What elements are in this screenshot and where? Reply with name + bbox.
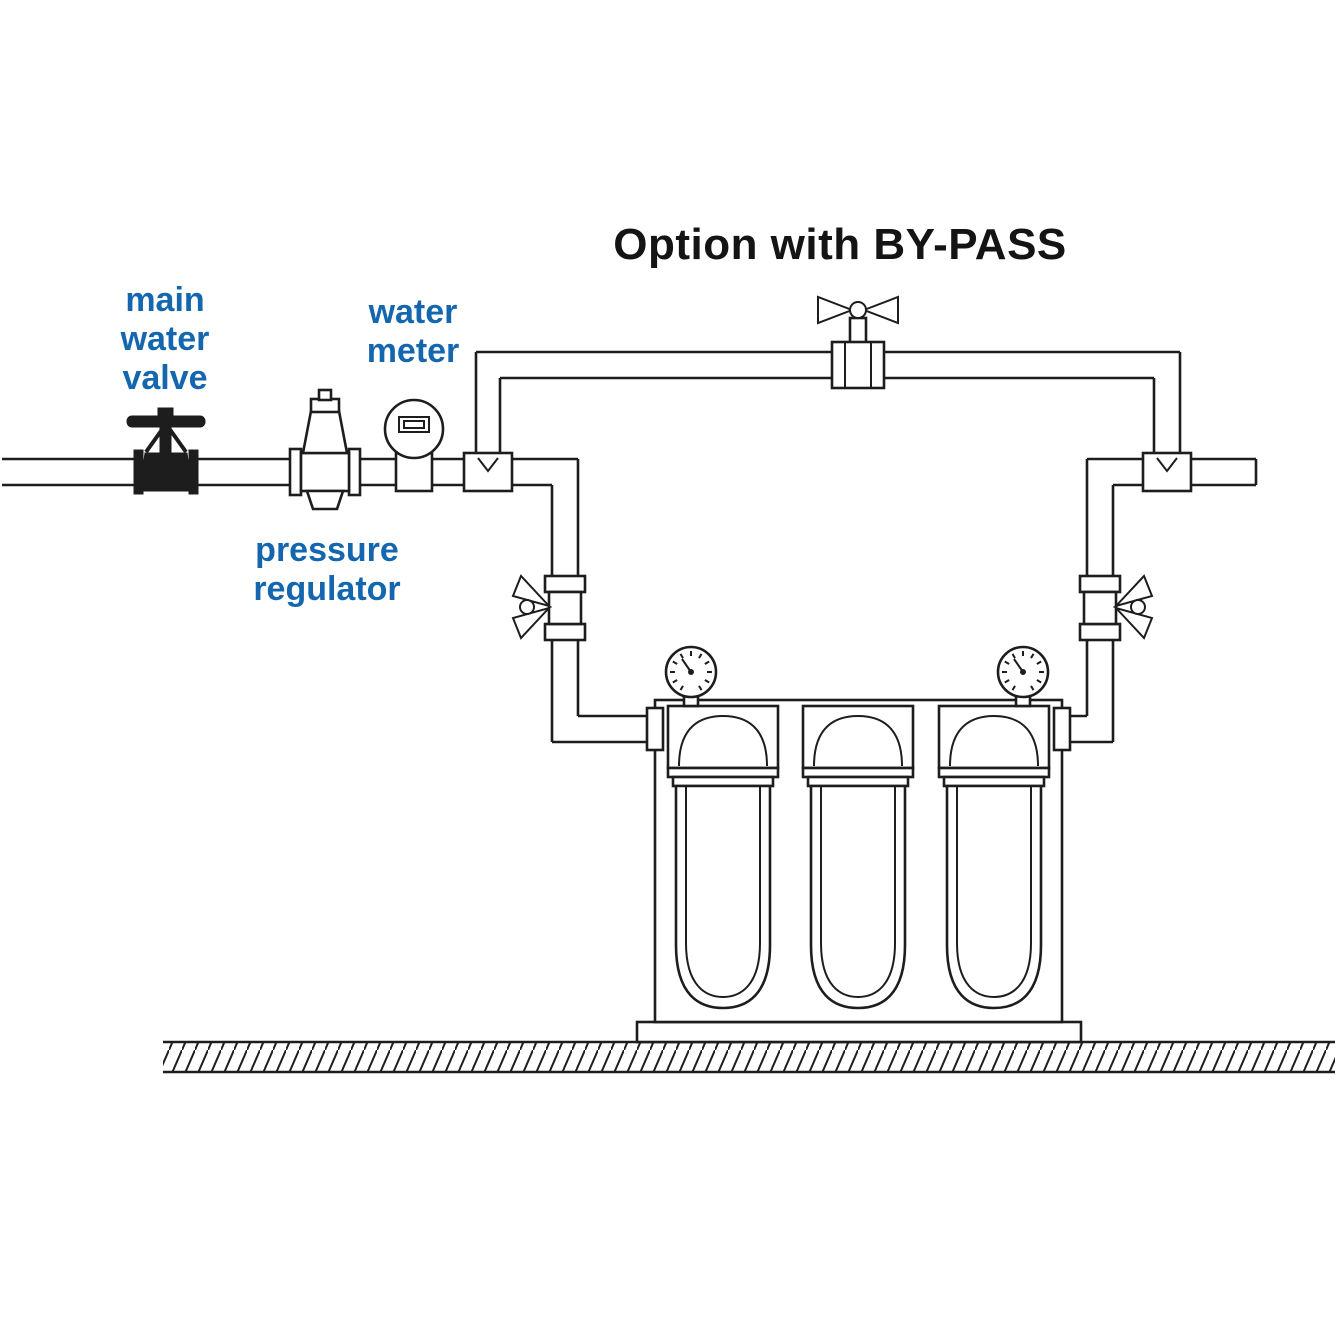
main-pipe-segment: [2, 457, 136, 487]
label-line: water: [120, 320, 210, 358]
outlet-pipe: [1087, 457, 1143, 487]
bypass-pipe: [476, 350, 832, 380]
filter-unit: [645, 698, 1072, 1024]
main-pipe-segment: [196, 457, 292, 487]
label-line: valve: [122, 359, 208, 397]
inlet-stub: [552, 714, 655, 744]
label-pressure-regulator: pressure regulator: [207, 531, 447, 609]
water-meter-symbol: [383, 398, 445, 493]
diagram-title: Option with BY-PASS: [613, 220, 1067, 269]
ground-hatch: [163, 1040, 1335, 1074]
main-pipe-segment: [358, 457, 396, 487]
inlet-pressure-gauge: [664, 645, 718, 708]
label-line: pressure: [255, 531, 399, 569]
main-pipe-segment: [432, 457, 464, 487]
outlet-coupling: [1052, 706, 1072, 752]
main-water-valve-symbol: [126, 407, 206, 495]
main-pipe-segment: [512, 457, 578, 487]
label-main-water-valve: main water valve: [85, 281, 245, 398]
piping: [2, 350, 1258, 744]
outlet-shutoff-valve-symbol: [1078, 574, 1154, 642]
filter-housing: [937, 704, 1051, 1010]
inlet-shutoff-valve-symbol: [511, 574, 587, 642]
pressure-regulator-symbol: [288, 388, 362, 511]
bypass-valve-symbol: [817, 295, 899, 390]
label-line: regulator: [253, 570, 401, 608]
outlet-riser: [1085, 640, 1115, 742]
label-water-meter: water meter: [333, 293, 493, 371]
filter-housing: [666, 704, 780, 1010]
inlet-tee: [462, 451, 514, 493]
filter-base: [635, 1020, 1083, 1044]
bypass-pipe: [884, 350, 1180, 380]
filter-housing: [801, 704, 915, 1010]
bypass-riser-right: [1152, 352, 1182, 453]
label-line: main: [125, 281, 205, 319]
label-line: meter: [366, 332, 460, 370]
outlet-pipe: [1191, 457, 1258, 487]
outlet-riser: [1085, 459, 1115, 576]
outlet-tee: [1141, 451, 1193, 493]
inlet-riser: [550, 640, 580, 742]
bypass-riser-left: [474, 352, 502, 453]
outlet-pressure-gauge: [996, 645, 1050, 708]
label-line: water: [368, 293, 458, 331]
inlet-coupling: [645, 706, 665, 752]
inlet-riser: [550, 459, 580, 576]
